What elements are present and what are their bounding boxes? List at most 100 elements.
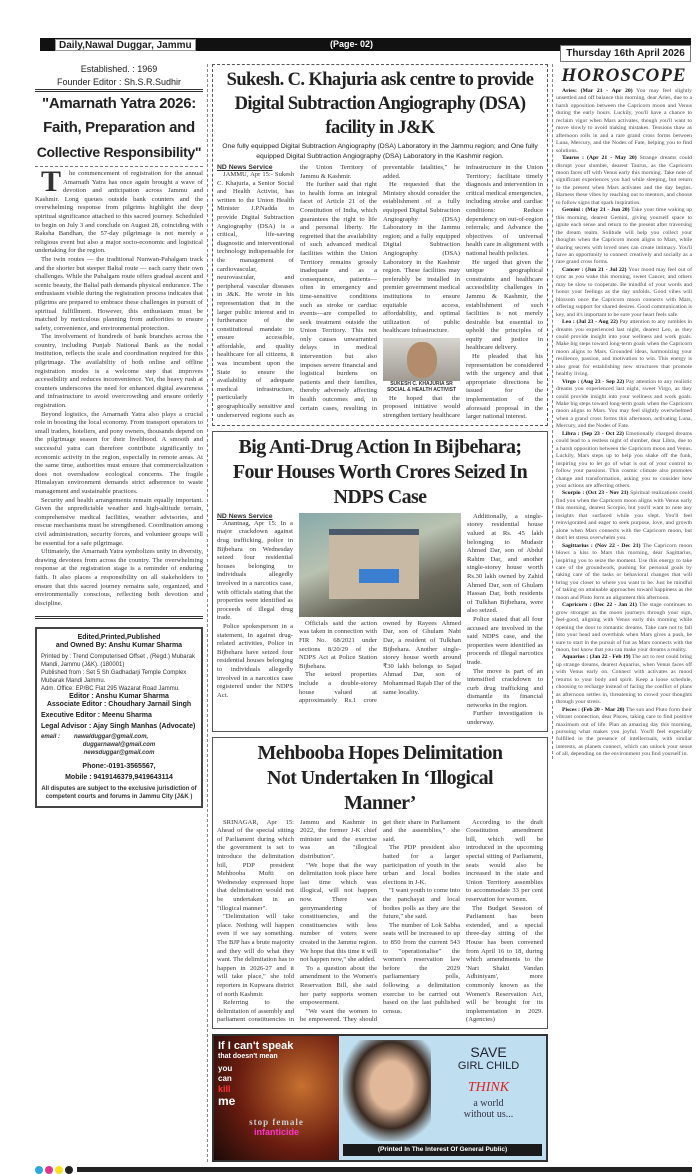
horoscope-text: Take your time waking up this morning, d…	[556, 207, 693, 266]
ad-banner: (Printed In The Interest Of General Publ…	[343, 1143, 542, 1156]
paragraph: "We want the women to be empowered. They…	[300, 818, 460, 1024]
paragraph: He further said that right to health for…	[300, 164, 460, 412]
paragraph: He hoped that the proposed initiative wo…	[383, 164, 543, 420]
ad-text: stop female	[249, 1116, 304, 1127]
cmyk-registration-marks	[35, 1165, 73, 1174]
black-dot-icon	[65, 1165, 73, 1174]
story-body: ND News Service JAMMU, Apr 15:- Sukesh C…	[217, 164, 543, 422]
banner-icon	[359, 568, 399, 583]
story-body: SRINAGAR, Apr 15: Ahead of the special s…	[217, 819, 543, 1025]
paragraph: Referring to the delimitation of assembl…	[217, 818, 377, 1024]
horoscope-entry: Aries: (Mar 21 - Apr 20) You may feel sl…	[556, 88, 692, 155]
masthead-bar	[40, 38, 691, 51]
public-interest-ad: If I can't speak that doesn't mean you c…	[212, 1033, 548, 1162]
horoscope-text: Spiritual realizations could find you wh…	[556, 490, 692, 542]
paragraph: According to the draft Constitution amen…	[466, 818, 543, 903]
zodiac-sign: Aries: (Mar 21 - Apr 20)	[562, 88, 633, 94]
seized-house-photo	[299, 512, 461, 617]
newspaper-name: Daily,Nawal Duggar, Jammu	[55, 39, 196, 51]
ad-text: can	[218, 1074, 232, 1084]
ad-text: THINK	[467, 1079, 510, 1095]
page-number: (Page- 02)	[330, 39, 374, 49]
paragraph: To a question about the amendment to the…	[300, 964, 377, 1007]
paragraph: "We hope that the way delimitation took …	[300, 861, 377, 964]
cyan-dot-icon	[35, 1165, 43, 1174]
paragraph: The twin routes — the traditional Nunwan…	[35, 255, 203, 332]
editorial-headline-3: Collective Responsibility"	[36, 144, 202, 160]
story-body: ND News Service Anantnag, Apr 15: In a m…	[217, 512, 543, 728]
mobile-number: Mobile : 9419146379,9419643114	[65, 774, 173, 782]
paragraph: He pleaded that his representation be co…	[466, 353, 543, 421]
horoscope-text: Strange dreams could disrupt your slumbe…	[556, 155, 693, 206]
horoscope-column: HOROSCOPE Aries: (Mar 21 - Apr 20) You m…	[552, 64, 692, 759]
email-link[interactable]: duggarnawal@gmail.com	[82, 742, 156, 749]
imprint-editor: Editor : Anshu Kumar Sharma	[69, 693, 169, 701]
paragraph: The move is part of an intensified crack…	[467, 667, 543, 709]
ad-text: without us...	[463, 1108, 514, 1120]
save-girl-child-ad: SAVE GIRL CHILD THINK a world without us…	[339, 1035, 546, 1160]
page-content: Established. : 1969 Founder Editor : Sh.…	[35, 64, 692, 1174]
paragraph: The Budget Session of Parliament has bee…	[466, 904, 543, 1024]
horoscope-list: Aries: (Mar 21 - Apr 20) You may feel sl…	[556, 88, 692, 759]
imprint-printer: Printed by : Trend Computerised Offset ,…	[41, 654, 195, 669]
imprint-office: Adm. Office: EP/BC Flat 295 Wazarat Road…	[41, 686, 180, 693]
horoscope-entry: Capricorn : (Dec 22 - Jan 21) The stage …	[556, 602, 692, 654]
horoscope-entry: Aquarius : (Jan 22 - Feb 19) The act to …	[556, 654, 692, 706]
story-headline: Big Anti-Drug Action In Bijbehara; Four …	[232, 435, 528, 508]
horoscope-text: Pay attention to any realistic dreams yo…	[556, 378, 692, 430]
paragraph: Anantnag, Apr 15: In a major crackdown a…	[217, 519, 293, 622]
editorial-column: Established. : 1969 Founder Editor : Sh.…	[35, 64, 207, 809]
zodiac-sign: Virgo : (Aug 23 - Sep 22)	[562, 378, 625, 385]
news-source: ND News Service	[217, 164, 273, 171]
imprint-title: Edited,Printed,Published	[77, 634, 161, 642]
paragraph: He urged that given the unique geographi…	[466, 258, 543, 352]
zodiac-sign: Libra : (Sep 23 - Oct 22)	[562, 430, 624, 437]
email-link[interactable]: nawalduggar@gmail.com,	[74, 734, 149, 741]
paragraph: He requested that the Ministry should co…	[383, 181, 460, 335]
ad-text: If I can't speak	[218, 1039, 294, 1052]
page-footer	[35, 1165, 692, 1174]
paragraph: JAMMU, Apr 15:- Sukesh C. Khajuria, a Se…	[217, 164, 377, 419]
email-link[interactable]: newsduggar@gmail.com	[83, 750, 155, 757]
horoscope-entry: Leo : (Jul 23 - Aug 22) Pay attention to…	[556, 319, 692, 379]
zodiac-sign: Aquarius : (Jan 22 - Feb 19)	[562, 654, 631, 661]
paragraph: Police spokesperson in a statement, In a…	[217, 622, 293, 699]
ad-text: GIRL CHILD	[457, 1059, 520, 1072]
news-column: Sukesh. C. Khajuria ask centre to provid…	[207, 64, 552, 1162]
horoscope-text: The stage continues to grow stronger as …	[556, 602, 693, 653]
horoscope-text: The Capricorn moon blows a kiss to Mars …	[556, 542, 692, 601]
zodiac-sign: Leo : (Jul 23 - Aug 22)	[562, 319, 618, 326]
story-subhead: One fully equipped Digital Subtraction A…	[222, 143, 538, 160]
imprint-published: Published from : Set 5 Sh Gadhadarji Tem…	[41, 670, 187, 685]
paragraph: The seized properties include a double-s…	[299, 619, 461, 705]
imprint-box: Edited,Printed,Published and Owned By: A…	[35, 627, 203, 809]
editorial-body: The commencement of registration for the…	[35, 165, 203, 608]
paragraph: "Delimitation will take place. Nothing w…	[217, 913, 294, 998]
news-source: ND News Service	[217, 512, 273, 520]
ad-text: SAVE	[470, 1043, 507, 1060]
issue-date: Thursday 16th April 2026	[560, 45, 691, 62]
horoscope-text: The sun and Pluto form their vibrant con…	[556, 706, 693, 758]
zodiac-sign: Pisces : (Feb 20 - Mar 20)	[562, 706, 625, 713]
paragraph: The PDP president also batted for a larg…	[383, 844, 460, 886]
female-infanticide-ad: If I can't speak that doesn't mean you c…	[214, 1035, 339, 1160]
story-headline: Sukesh. C. Khajuria ask centre to provid…	[226, 70, 534, 138]
founder-editor: Founder Editor : Sh.S.R.Sudhir	[35, 77, 203, 92]
horoscope-entry: Virgo : (Aug 23 - Sep 22) Pay attention …	[556, 379, 692, 431]
paragraph: The number of Lok Sabha seats will be in…	[383, 921, 460, 1015]
ad-text: that doesn't mean	[218, 1053, 278, 1061]
jurisdiction-disclaimer: All disputes are subject to the exclusiv…	[41, 786, 197, 801]
zodiac-sign: Capricorn : (Dec 22 - Jan 21)	[562, 602, 637, 609]
horoscope-text: Emotionally charged dreams could lead to…	[556, 430, 692, 490]
zodiac-sign: Gemini : (May 21 - Jun 20)	[562, 207, 630, 214]
story-mehbooba: Mehbooba Hopes Delimitation Not Undertak…	[212, 736, 548, 1029]
zodiac-sign: Sagittarius : (Nov 22 - Dec 21)	[562, 542, 641, 549]
ad-text: you	[218, 1064, 233, 1074]
paragraph: Additionally, a single-storey residentia…	[467, 512, 543, 615]
ad-text: me	[218, 1094, 236, 1109]
horoscope-text: Your mood may feel out of sync as you wa…	[556, 266, 692, 318]
imprint-legal-advisor: Legal Advisor : Ajay Singh Manhas (Advoc…	[41, 723, 196, 731]
horoscope-entry: Libra : (Sep 23 - Oct 22) Emotionally ch…	[556, 431, 692, 491]
horoscope-text: Pay attention to any rumbles in dreams y…	[556, 319, 693, 378]
magenta-dot-icon	[45, 1165, 53, 1174]
